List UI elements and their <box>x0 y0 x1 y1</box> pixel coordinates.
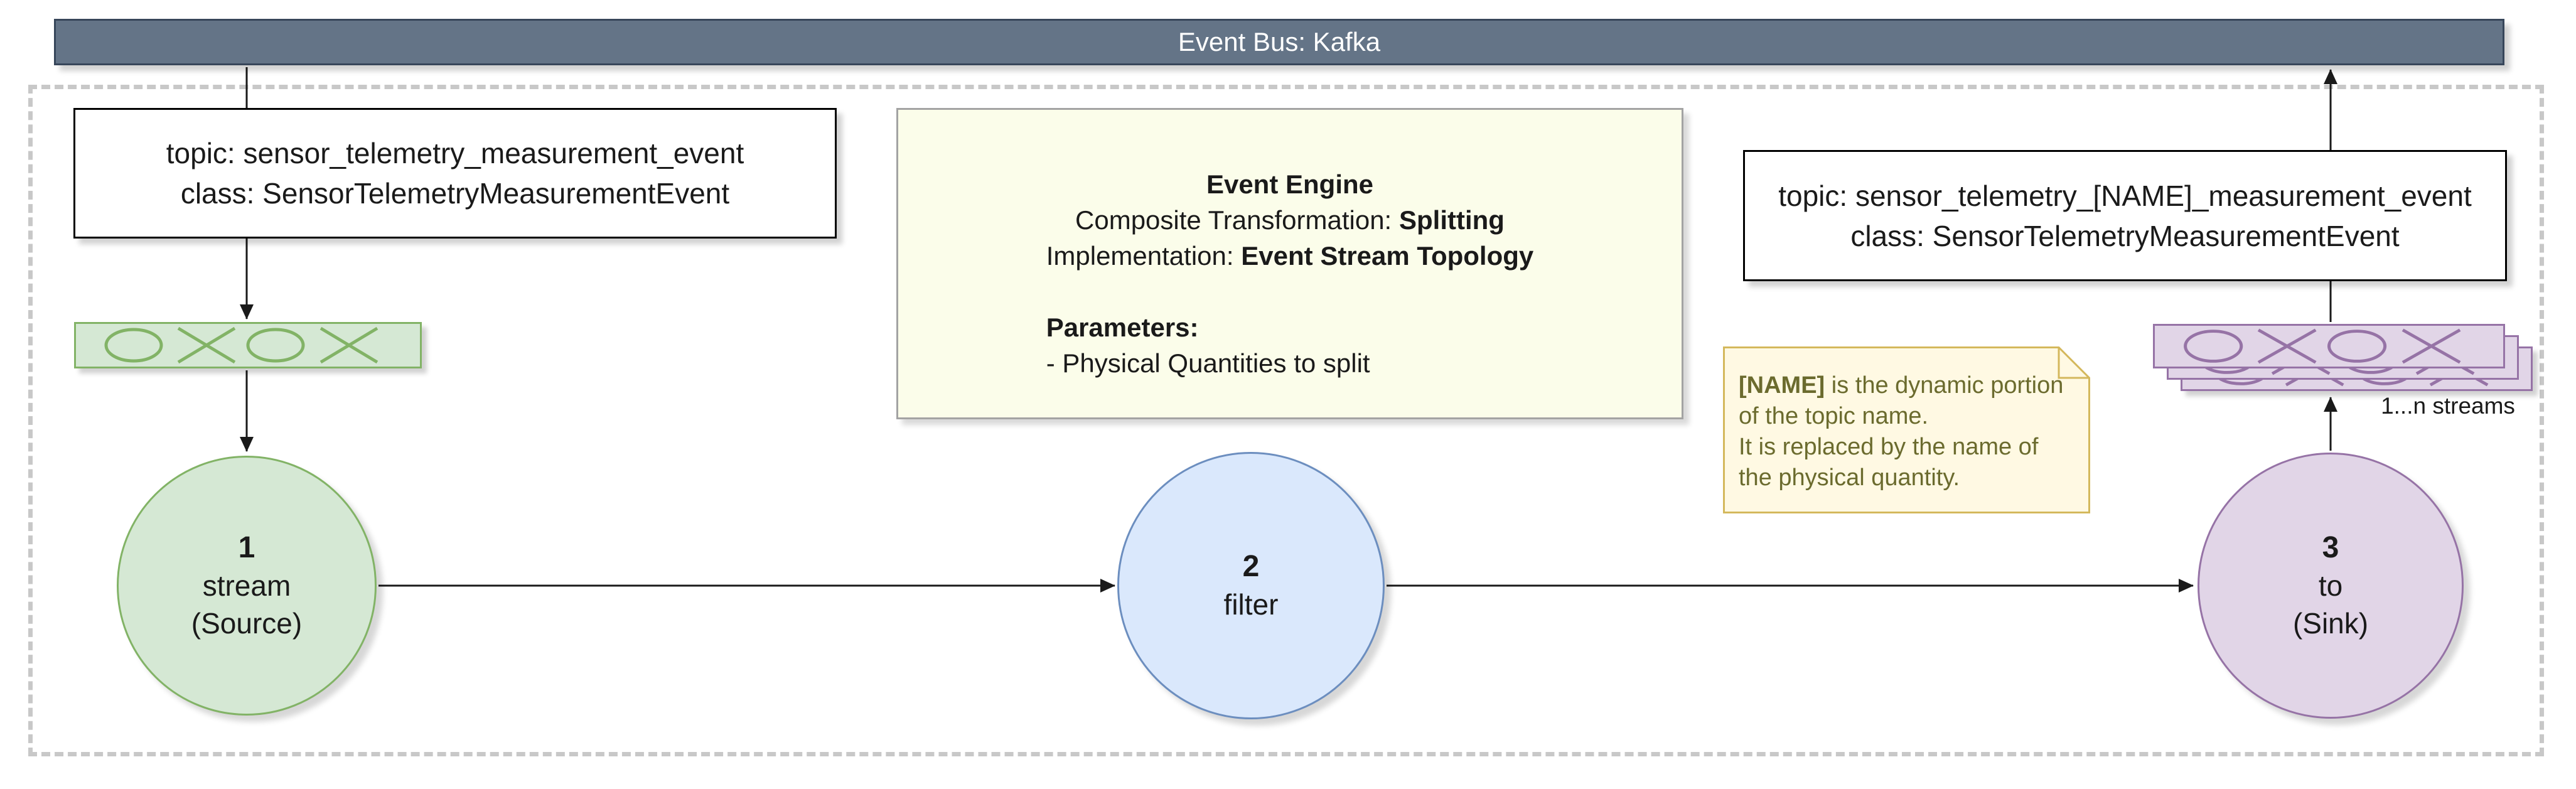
implementation-line: Implementation:Event Stream Topology <box>1046 238 1534 274</box>
streams-count-annotation: 1...n streams <box>2381 393 2515 419</box>
name-note: [NAME] is the dynamic portion of the top… <box>1723 346 2090 513</box>
node-sink-role: (Sink) <box>2292 607 2369 640</box>
event-engine-content: Event Engine Composite Transformation:Sp… <box>1046 166 1534 381</box>
event-engine-box: Event Engine Composite Transformation:Sp… <box>896 108 1683 419</box>
composite-transformation-value: Splitting <box>1398 205 1505 235</box>
note-line1-rest: is the dynamic portion of the topic name… <box>1739 372 2064 429</box>
note-shape <box>1723 346 2090 513</box>
parameters-label: Parameters: <box>1046 313 1199 342</box>
event-bus-label: Event Bus: Kafka <box>1178 27 1381 56</box>
output-topic-line: topic: sensor_telemetry_[NAME]_measureme… <box>1778 179 2472 212</box>
node-source-number: 1 <box>238 531 255 564</box>
output-class-line: class: SensorTelemetryMeasurementEvent <box>1850 219 2400 252</box>
input-topic-box: topic: sensor_telemetry_measurement_even… <box>73 108 837 239</box>
node-filter-number: 2 <box>1242 550 1260 583</box>
node-filter: 2 filter <box>1117 452 1385 719</box>
composite-transformation-label: Composite Transformation: <box>1075 205 1392 235</box>
implementation-value: Event Stream Topology <box>1241 241 1534 271</box>
composite-transformation-line: Composite Transformation:Splitting <box>1046 202 1534 238</box>
input-stream-icon <box>74 322 422 368</box>
note-text: [NAME] is the dynamic portion of the top… <box>1739 370 2078 493</box>
system-boundary <box>28 85 2544 756</box>
output-topic-box: topic: sensor_telemetry_[NAME]_measureme… <box>1743 150 2507 281</box>
node-source-role: (Source) <box>191 607 303 640</box>
node-source-name: stream <box>202 569 291 602</box>
node-sink-number: 3 <box>2322 531 2339 564</box>
event-engine-title: Event Engine <box>1206 169 1374 199</box>
node-sink-name: to <box>2318 569 2343 602</box>
oxox-glyph <box>2184 328 2461 364</box>
event-bus-bar: Event Bus: Kafka <box>54 19 2504 65</box>
oxox-glyph <box>104 326 378 364</box>
note-sentence-2: It is replaced by the name of the physic… <box>1739 434 2039 491</box>
node-sink: 3 to (Sink) <box>2198 453 2464 719</box>
node-source: 1 stream (Source) <box>117 456 377 716</box>
parameters-item: - Physical Quantities to split <box>1046 348 1370 378</box>
note-highlight: [NAME] <box>1739 372 1825 399</box>
input-class-line: class: SensorTelemetryMeasurementEvent <box>180 177 730 210</box>
implementation-label: Implementation: <box>1046 241 1234 271</box>
node-filter-name: filter <box>1223 588 1279 621</box>
input-topic-line: topic: sensor_telemetry_measurement_even… <box>166 137 744 169</box>
output-stream-icon-front <box>2153 324 2505 368</box>
note-sentence-1: [NAME] is the dynamic portion of the top… <box>1739 370 2078 432</box>
